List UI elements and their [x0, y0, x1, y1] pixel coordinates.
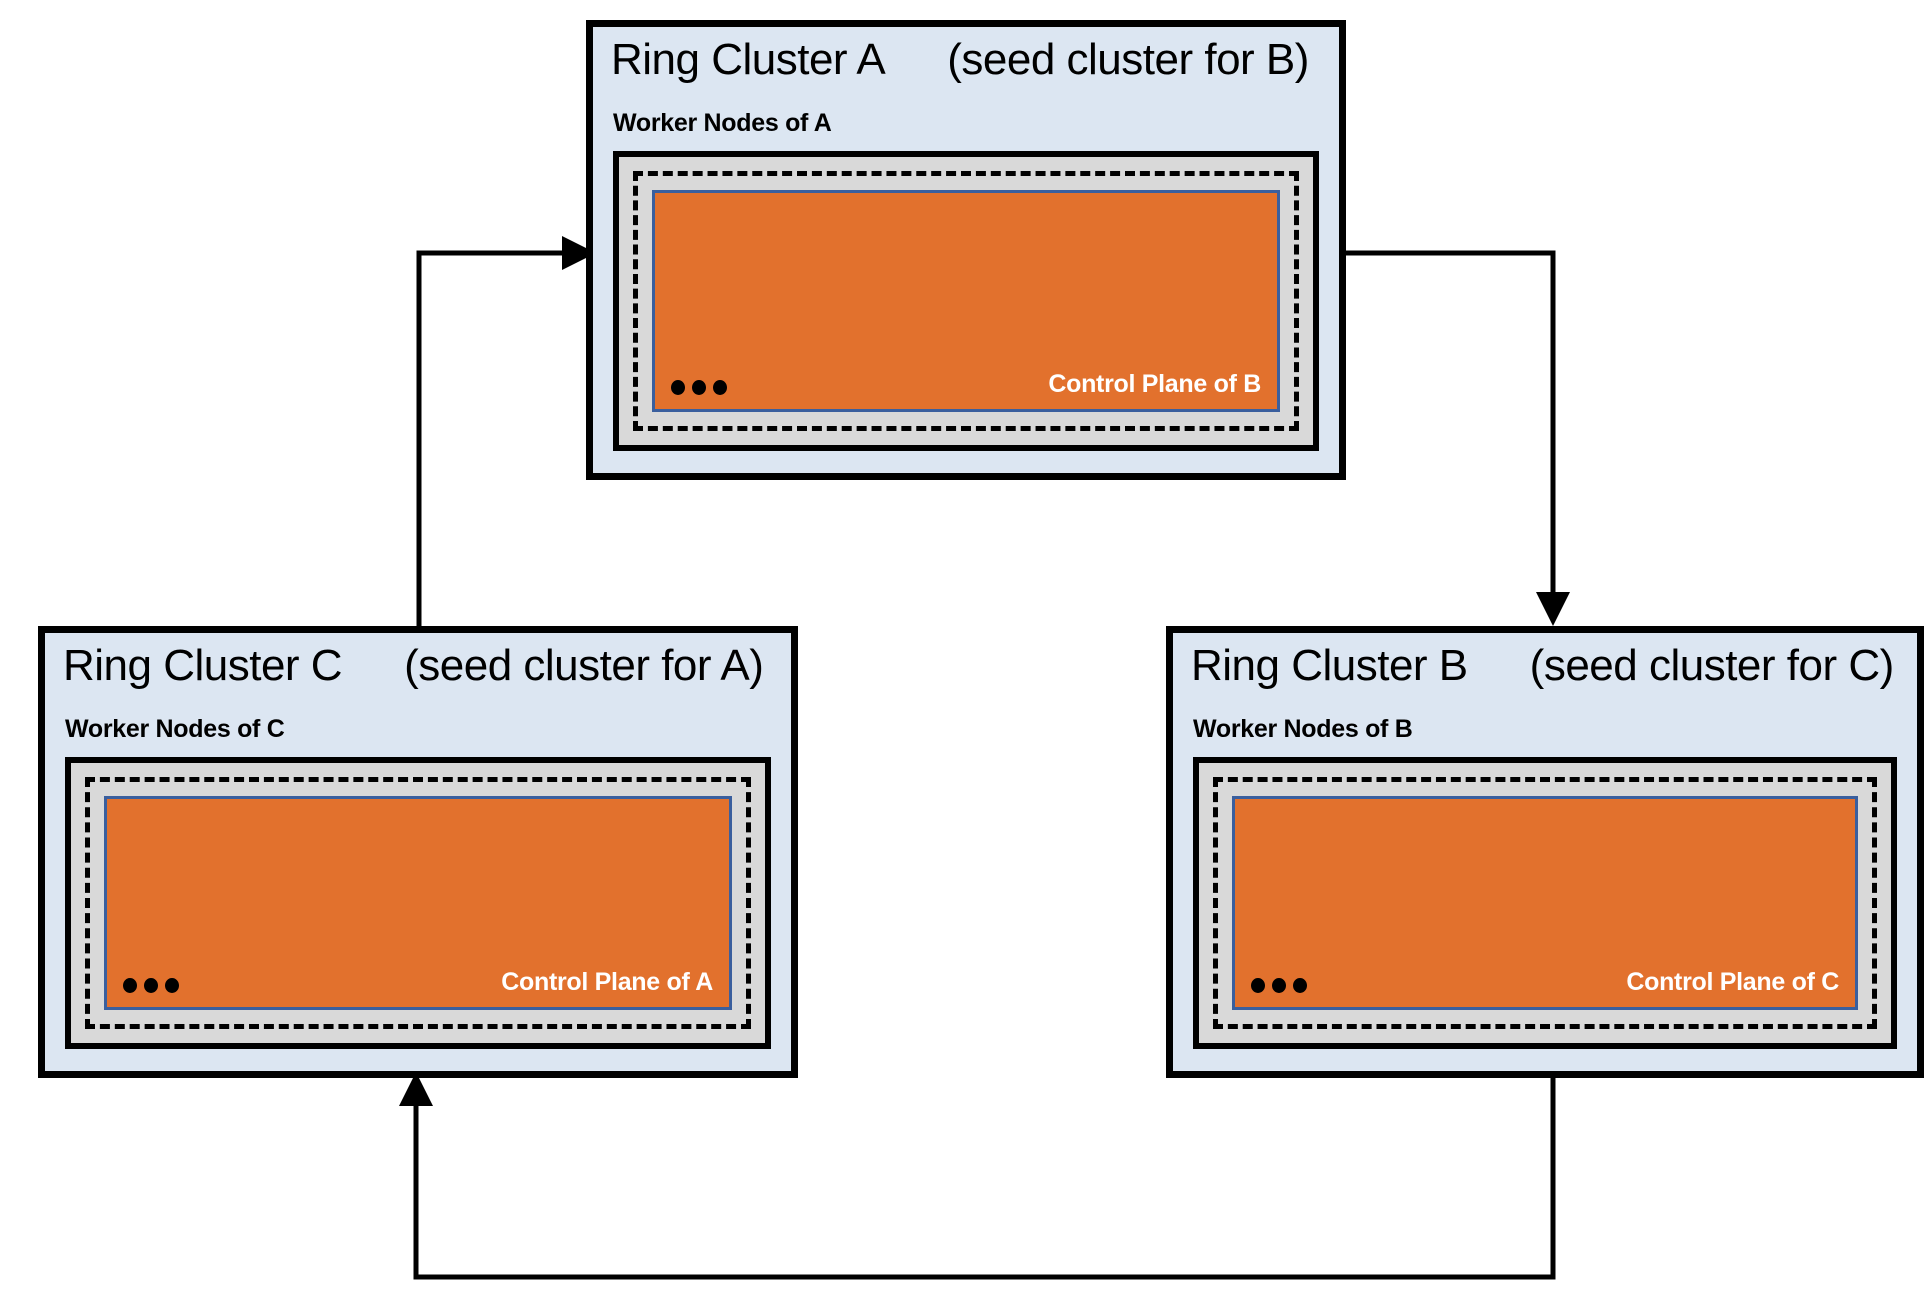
cluster-title-a: Ring Cluster A (seed cluster for B) — [611, 35, 1309, 85]
cluster-title-c: Ring Cluster C (seed cluster for A) — [63, 641, 764, 691]
dashed-boundary-b: Control Plane of C — [1213, 777, 1877, 1029]
cluster-box-a[interactable]: Ring Cluster A (seed cluster for B) Worke… — [586, 20, 1346, 480]
ellipsis-dots-icon-b — [1251, 978, 1307, 993]
control-plane-box-b[interactable]: Control Plane of C — [1232, 796, 1858, 1010]
cluster-seed-note-b: (seed cluster for C) — [1529, 641, 1895, 690]
ellipsis-dots-icon-c — [123, 978, 179, 993]
control-plane-box-c[interactable]: Control Plane of A — [104, 796, 732, 1010]
cluster-box-b[interactable]: Ring Cluster B (seed cluster for C) Worke… — [1166, 626, 1924, 1078]
worker-nodes-box-c[interactable]: Control Plane of A — [65, 757, 771, 1049]
cluster-seed-note-c: (seed cluster for A) — [404, 641, 764, 690]
cluster-name-a: Ring Cluster A — [611, 35, 886, 84]
cluster-seed-note-a: (seed cluster for B) — [947, 35, 1309, 84]
worker-nodes-box-b[interactable]: Control Plane of C — [1193, 757, 1897, 1049]
arrow-c-to-a — [416, 236, 596, 640]
cluster-name-c: Ring Cluster C — [63, 641, 343, 690]
dashed-boundary-c: Control Plane of A — [85, 777, 751, 1029]
arrow-b-to-c — [399, 1072, 1556, 1280]
cluster-title-b: Ring Cluster B (seed cluster for C) — [1191, 641, 1894, 691]
worker-nodes-label-b: Worker Nodes of B — [1193, 715, 1413, 743]
control-plane-label-c: Control Plane of A — [501, 968, 713, 996]
ellipsis-dots-icon-a — [671, 380, 727, 395]
worker-nodes-box-a[interactable]: Control Plane of B — [613, 151, 1319, 451]
cluster-name-b: Ring Cluster B — [1191, 641, 1468, 690]
cluster-box-c[interactable]: Ring Cluster C (seed cluster for A) Worke… — [38, 626, 798, 1078]
dashed-boundary-a: Control Plane of B — [633, 171, 1299, 431]
control-plane-box-a[interactable]: Control Plane of B — [652, 190, 1280, 412]
control-plane-label-b: Control Plane of C — [1626, 968, 1839, 996]
control-plane-label-a: Control Plane of B — [1048, 370, 1261, 398]
worker-nodes-label-c: Worker Nodes of C — [65, 715, 285, 743]
worker-nodes-label-a: Worker Nodes of A — [613, 109, 832, 137]
arrow-a-to-b — [1345, 250, 1570, 626]
